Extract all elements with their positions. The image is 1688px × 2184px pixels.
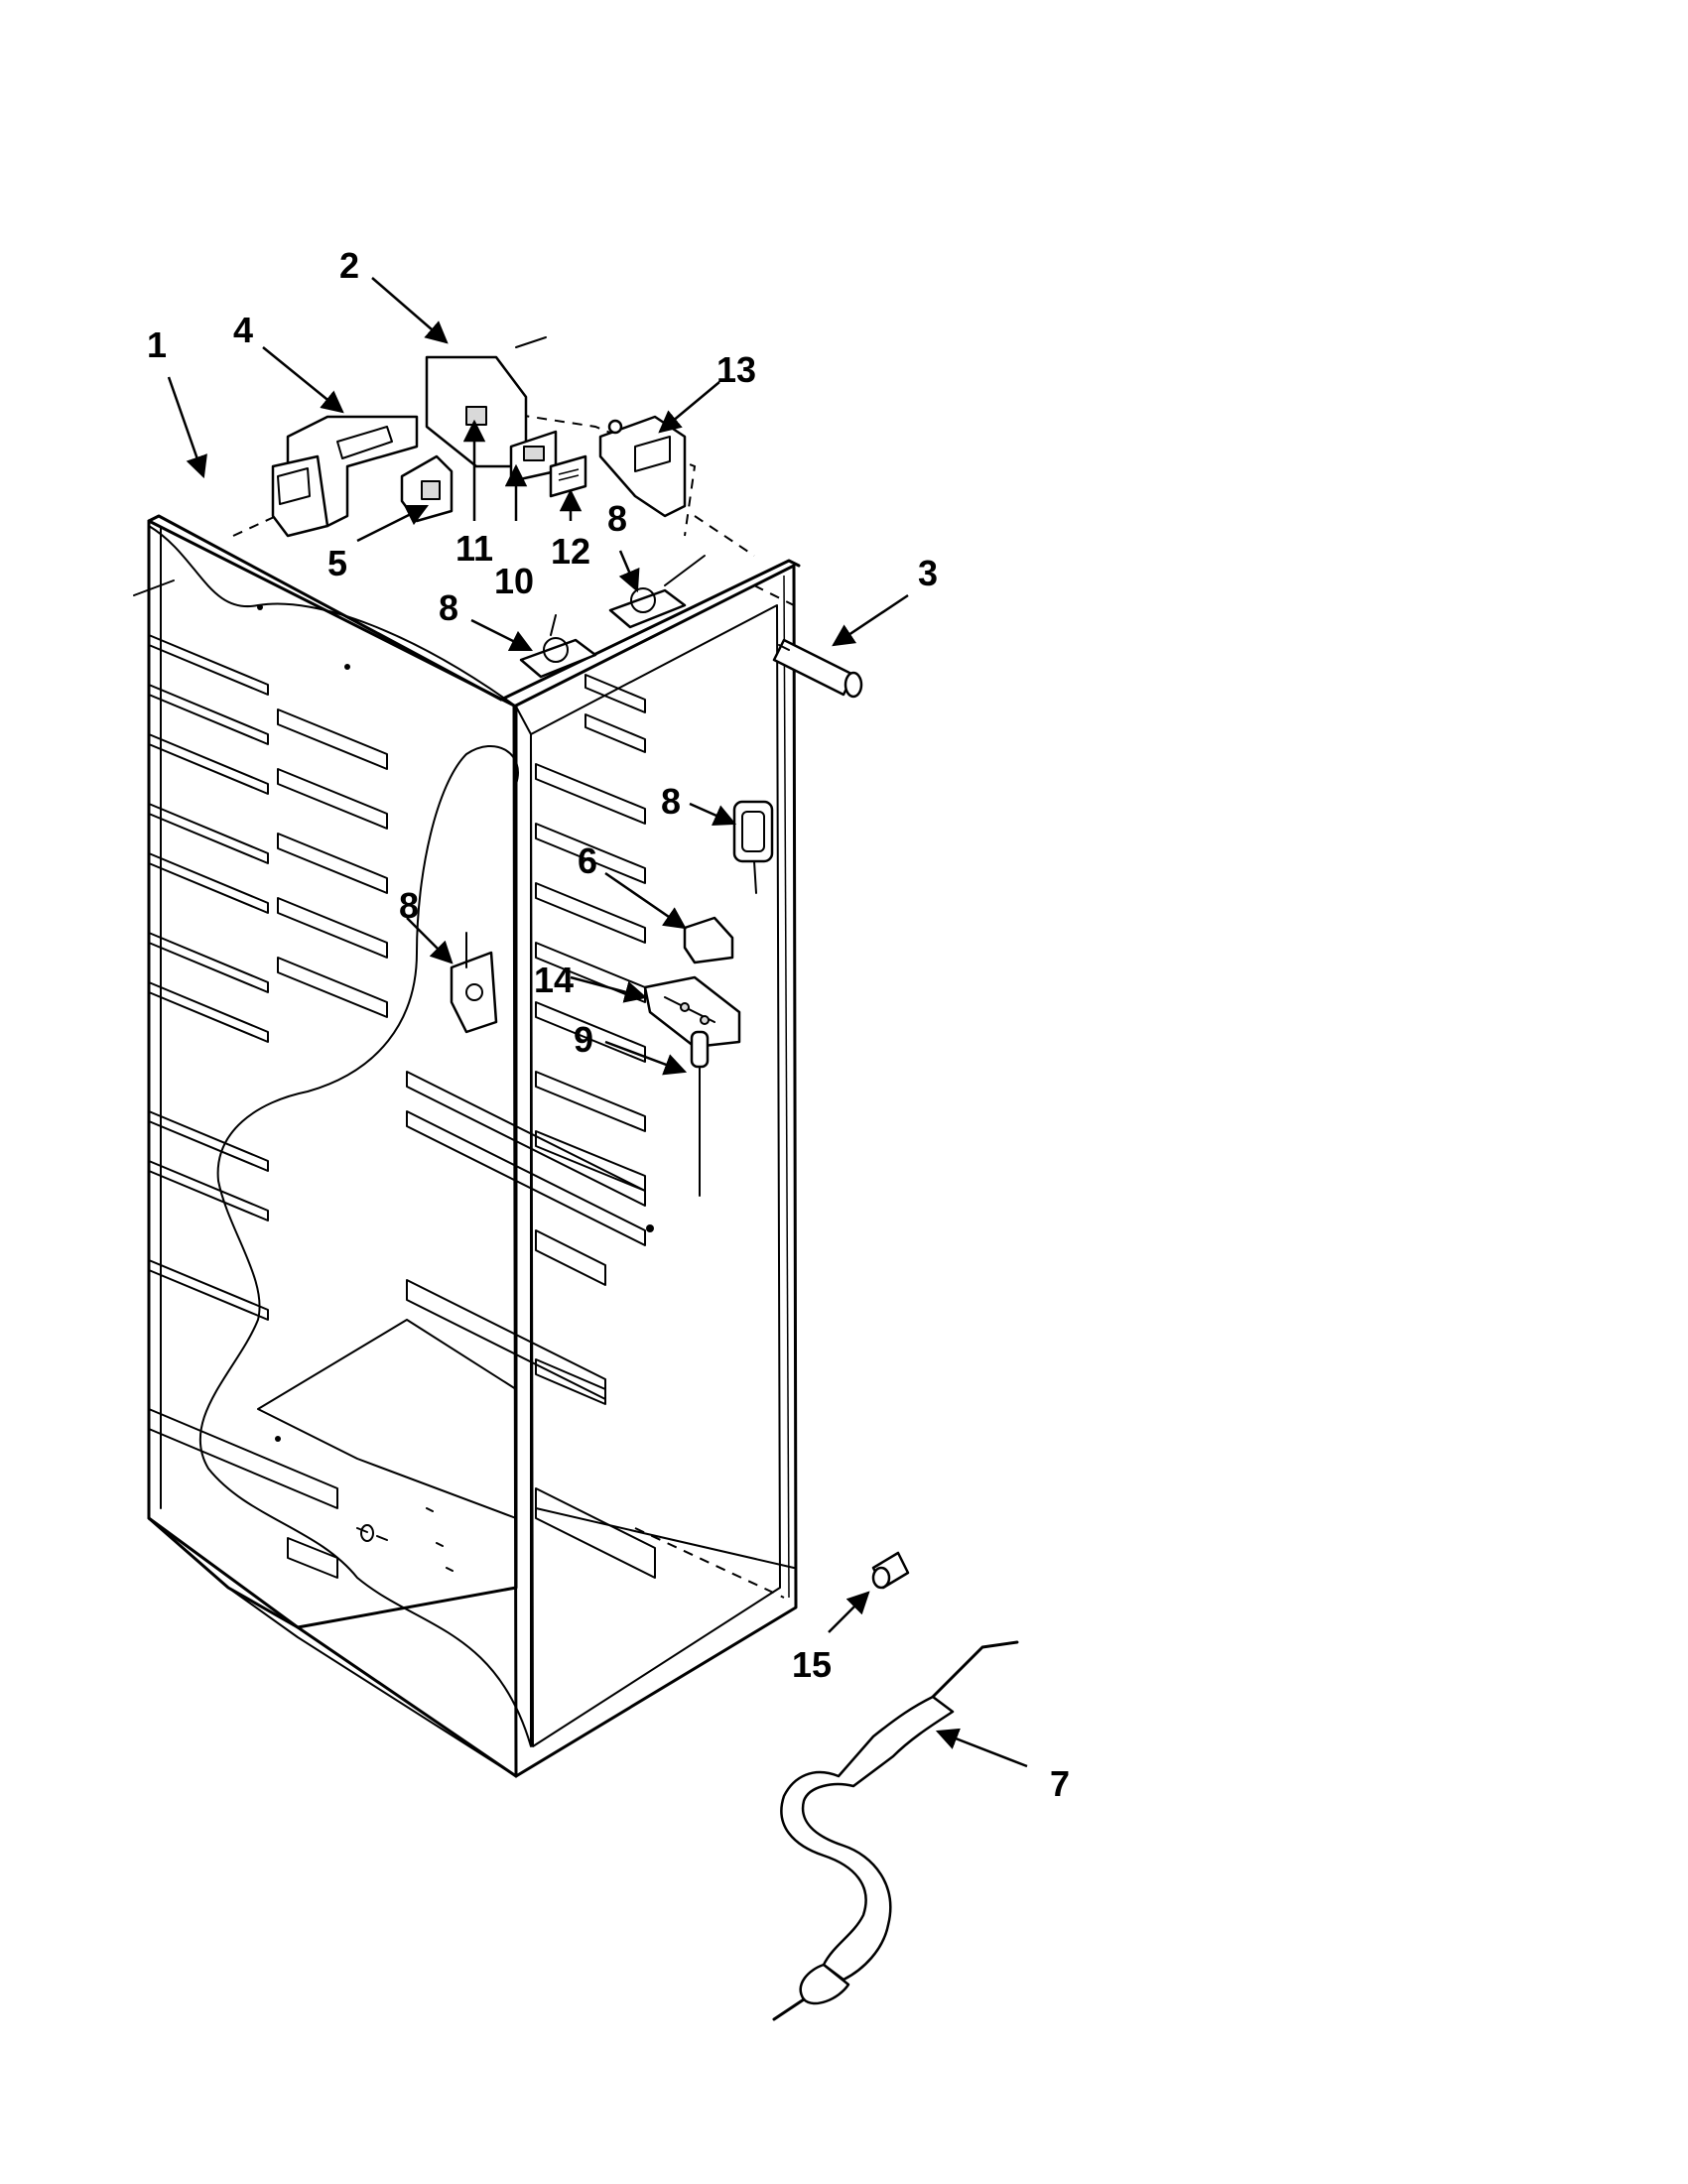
callout-5: 5 bbox=[327, 543, 347, 583]
part-8-light-housing bbox=[732, 800, 774, 894]
callout-11: 11 bbox=[455, 528, 493, 569]
callout-2: 2 bbox=[339, 245, 359, 286]
part-15-fitting bbox=[871, 1551, 910, 1590]
part-8-sensor-a bbox=[519, 614, 597, 679]
callout-15: 15 bbox=[792, 1644, 832, 1685]
callout-6: 6 bbox=[578, 840, 597, 881]
part-4-duct bbox=[271, 415, 419, 538]
callout-3: 3 bbox=[918, 553, 938, 593]
callout-8-top-right: 8 bbox=[607, 498, 627, 539]
part-7-tube bbox=[772, 1640, 1019, 2021]
liner-right-ribs bbox=[406, 674, 656, 1579]
callout-4: 4 bbox=[233, 310, 253, 350]
callout-7: 7 bbox=[1050, 1763, 1070, 1804]
callout-14: 14 bbox=[534, 960, 574, 1000]
callout-13: 13 bbox=[716, 349, 756, 390]
part-5 bbox=[400, 454, 454, 523]
callout-labels: 1 2 3 4 5 6 7 8 8 8 8 9 10 11 12 13 14 1… bbox=[147, 245, 1070, 1804]
callout-12: 12 bbox=[551, 531, 590, 572]
callout-8-top-left: 8 bbox=[439, 587, 458, 628]
part-14-housing bbox=[643, 975, 741, 1049]
callout-9: 9 bbox=[574, 1019, 593, 1060]
part-6 bbox=[683, 916, 734, 964]
callout-8-left: 8 bbox=[399, 885, 419, 926]
part-8-sensor-b bbox=[608, 555, 706, 629]
part-3-filter bbox=[772, 638, 863, 699]
leader-lines bbox=[167, 277, 1028, 1768]
part-12 bbox=[549, 454, 587, 498]
liner-shelf-ribs bbox=[148, 634, 388, 1579]
part-9-probe bbox=[690, 1030, 710, 1197]
callout-1: 1 bbox=[147, 324, 167, 365]
part-8-sensor-c bbox=[450, 932, 498, 1034]
callout-10: 10 bbox=[494, 561, 534, 601]
cabinet-liner bbox=[133, 514, 801, 1778]
callout-8-right: 8 bbox=[661, 781, 681, 822]
